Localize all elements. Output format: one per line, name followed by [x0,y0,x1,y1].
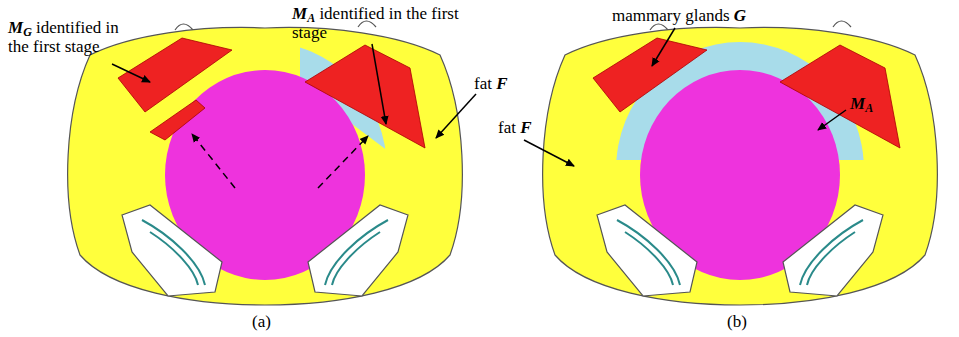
cross-section-b-parts [593,38,900,296]
callout-label: MA identified in the first stage [292,4,462,42]
cross-section-b [543,21,938,305]
callout-label: mammary glands G [612,6,746,25]
callout-label: fat F [474,74,508,93]
callout-label: MA [850,94,873,113]
panel-label: (a) [252,312,271,331]
leader-lines [112,28,846,166]
callout-label: fat F [498,118,532,137]
panel-label: (b) [727,312,747,331]
callout-label: MG identified in the first stage [8,18,138,56]
cross-section-a [68,21,463,305]
